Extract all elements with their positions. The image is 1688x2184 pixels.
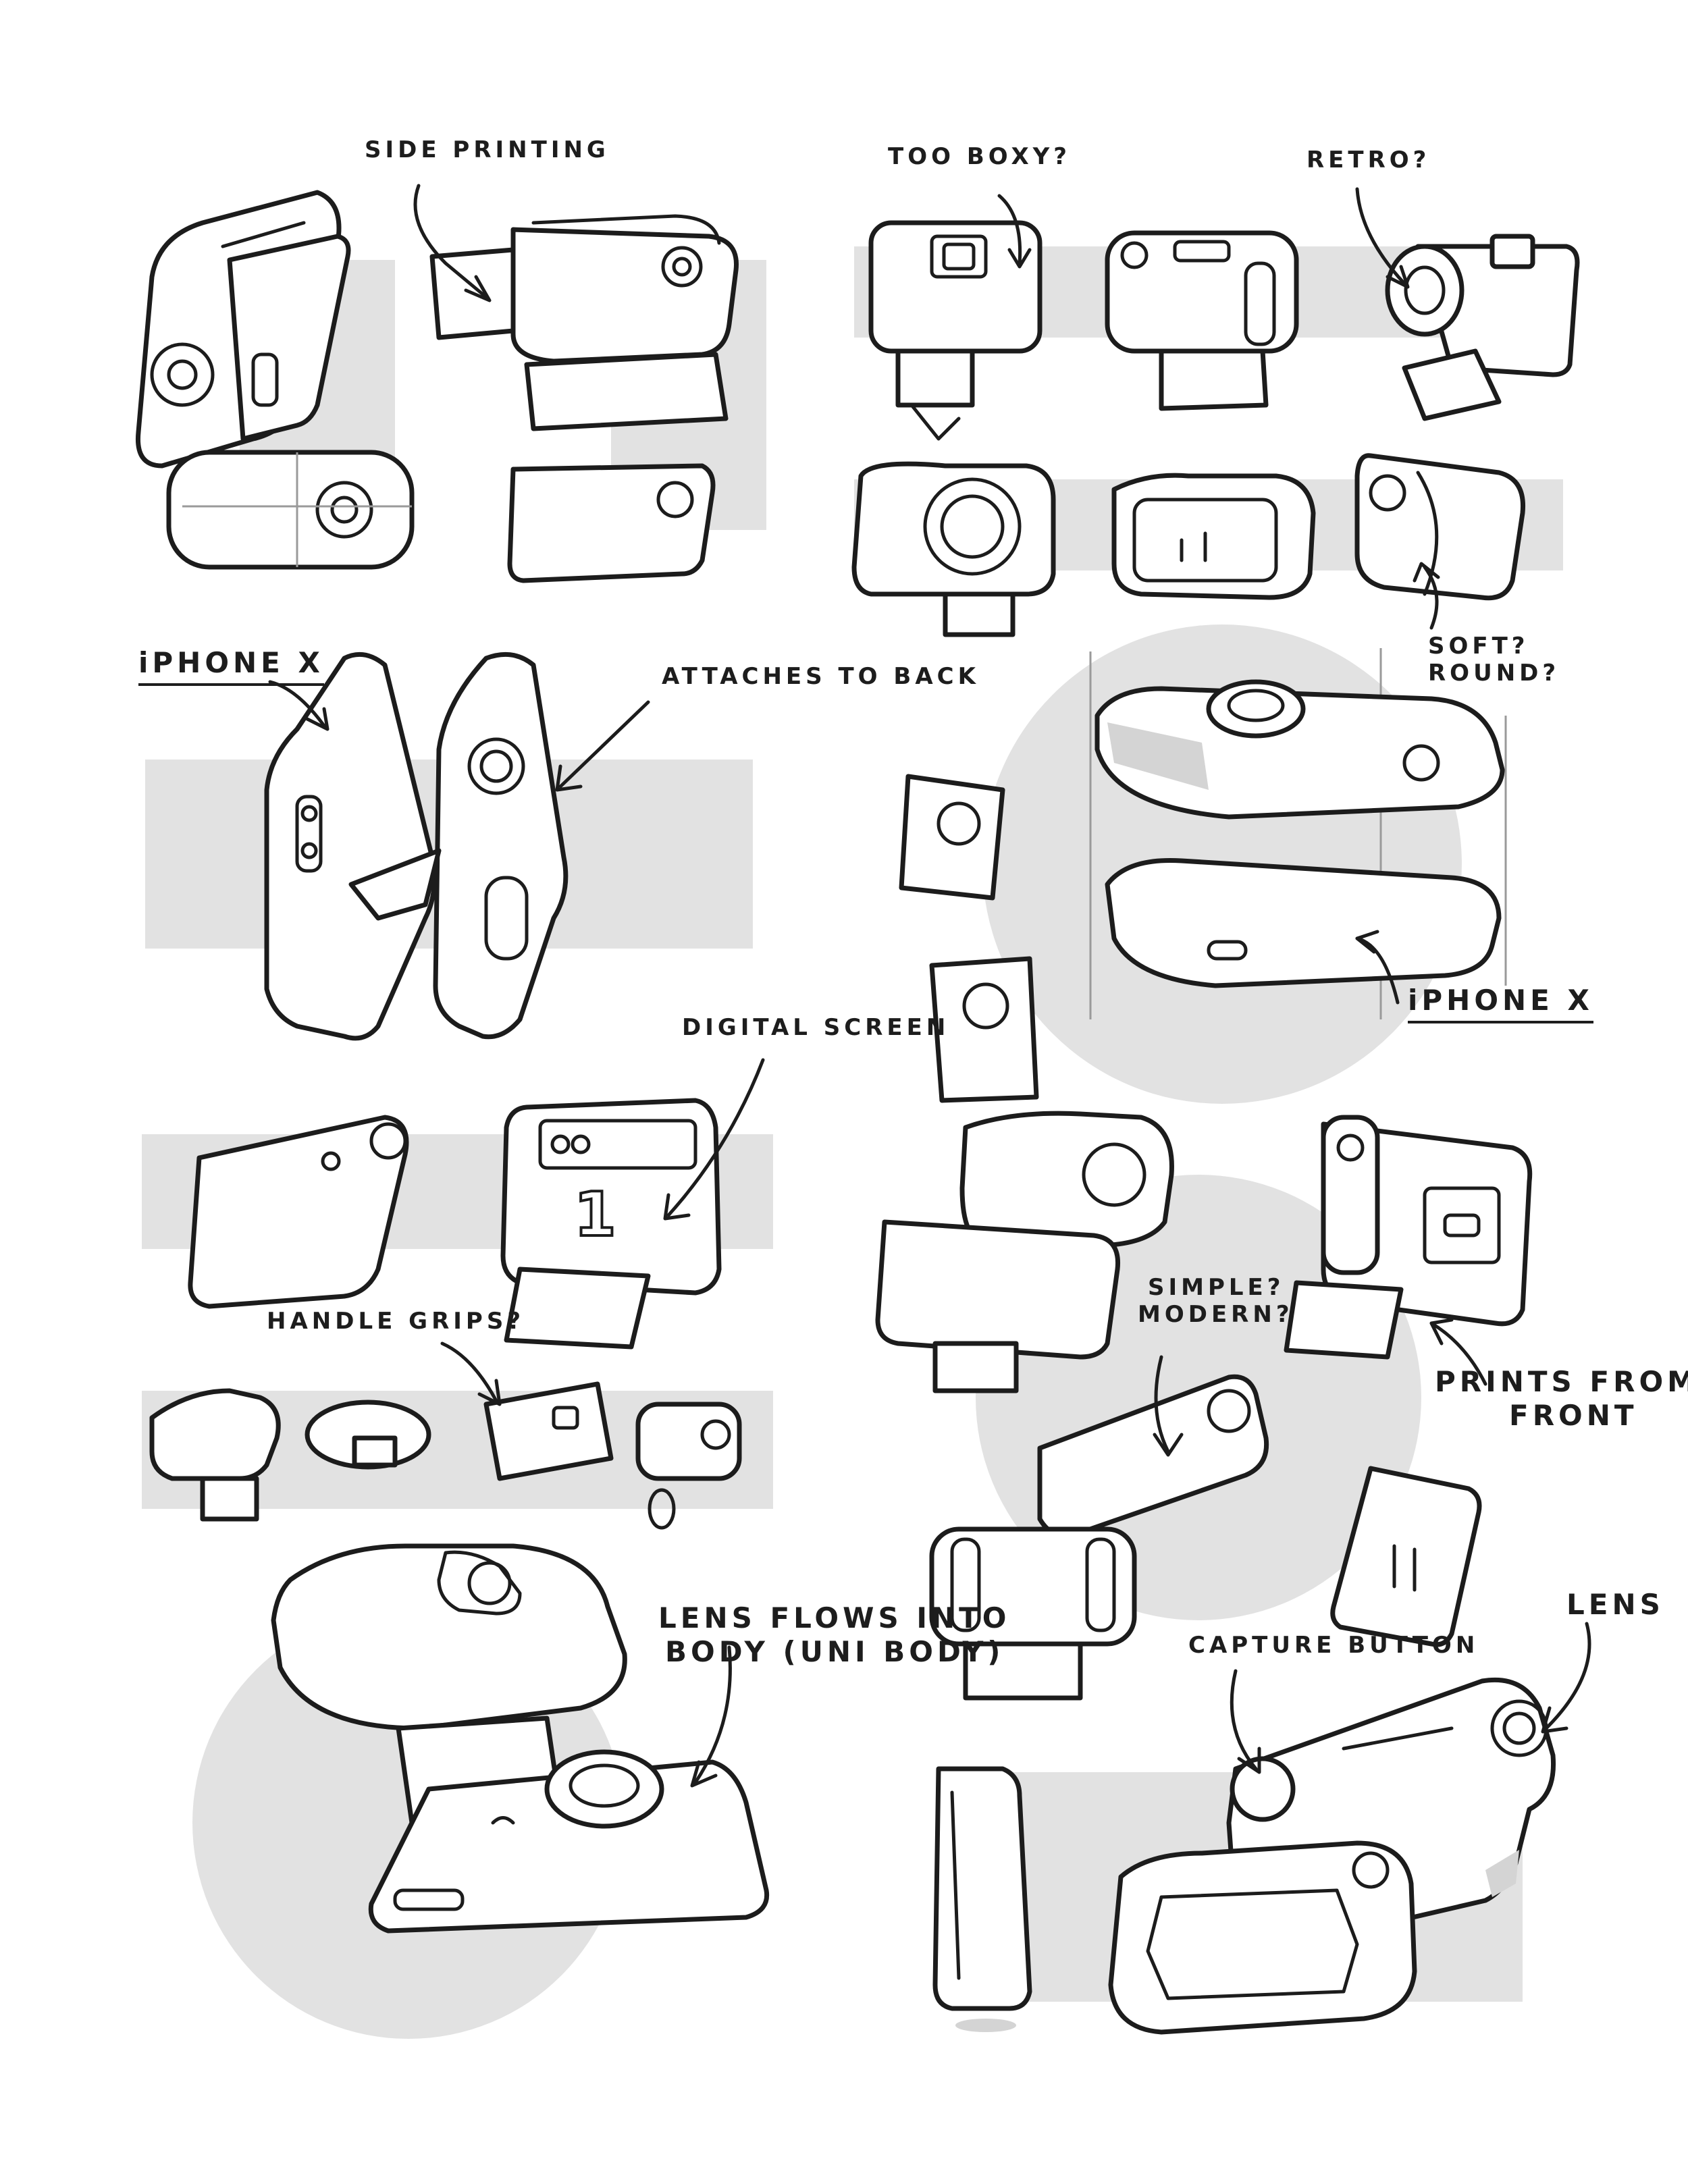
label-prints-from: PRINTS FROM [1435,1365,1688,1398]
label-simple: SIMPLE? [1148,1274,1285,1301]
label-attaches-to-back: ATTACHES TO BACK [662,663,980,690]
label-lens-flows-into: LENS FLOWS INTO [658,1601,1011,1634]
sketch-capture-lens [932,1677,1556,2035]
label-soft: SOFT? [1428,633,1529,660]
label-front: FRONT [1509,1399,1638,1432]
sketch-exploded-view [899,648,1507,1103]
screen-digit: 1 [574,1179,616,1250]
label-capture-button: CAPTURE BUTTON [1188,1632,1479,1659]
label-iphone-x-left: iPHONE X [138,647,324,687]
label-handle-grips: HANDLE GRIPS? [267,1308,525,1335]
label-side-printing: SIDE PRINTING [365,136,610,163]
sketch-uni-body [271,1543,770,1934]
label-lens: LENS [1566,1588,1664,1621]
sketch-iphone-attach [264,651,569,1041]
label-too-boxy: TOO BOXY? [888,143,1071,170]
label-modern: MODERN? [1138,1301,1294,1328]
label-iphone-x-right: iPHONE X [1408,985,1593,1024]
sketch-boxy-retro-group [851,220,1580,637]
sketch-digital-screen-group: 1 [149,1098,742,1530]
sketch-simple-modern-group [875,1111,1533,1701]
label-body-uni-body: BODY (UNI BODY) [665,1635,1005,1668]
label-round: ROUND? [1428,660,1560,687]
label-retro: RETRO? [1307,147,1431,174]
sketch-side-printing-group [135,190,739,583]
label-digital-screen: DIGITAL SCREEN [682,1014,950,1041]
